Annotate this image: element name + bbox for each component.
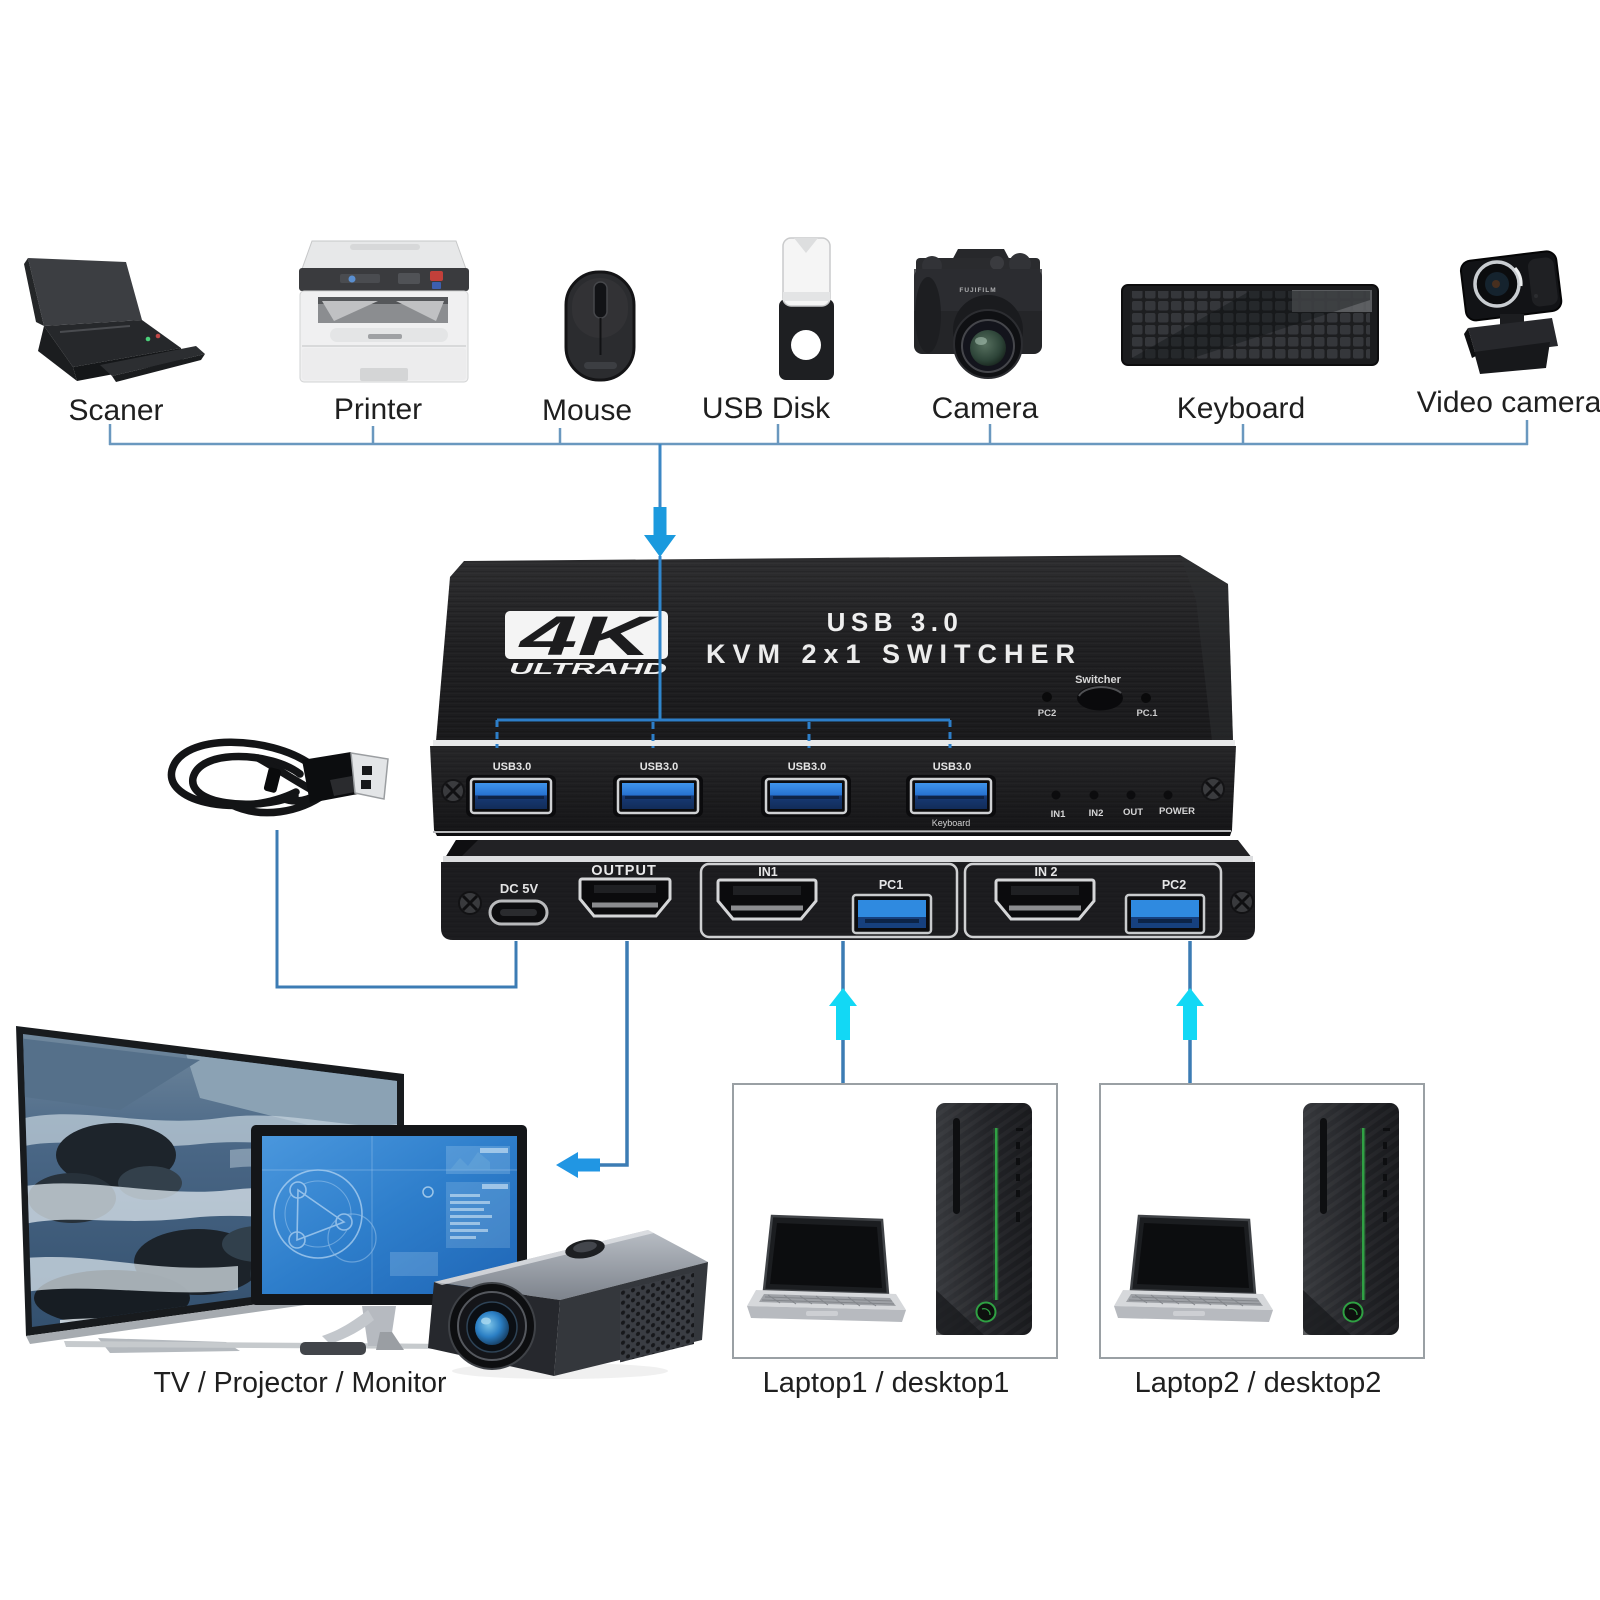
svg-text:TV / Projector / Monitor: TV / Projector / Monitor <box>153 1367 447 1399</box>
svg-text:IN1: IN1 <box>1051 809 1067 820</box>
svg-text:Laptop1 / desktop1: Laptop1 / desktop1 <box>763 1367 1010 1399</box>
svg-text:Switcher: Switcher <box>1075 674 1122 686</box>
svg-text:Keyboard: Keyboard <box>1177 392 1305 425</box>
svg-text:PC1: PC1 <box>879 878 903 892</box>
svg-text:USB3.0: USB3.0 <box>640 761 679 773</box>
svg-text:4K: 4K <box>518 604 658 667</box>
svg-text:PC.1: PC.1 <box>1136 708 1158 719</box>
svg-text:Video camera: Video camera <box>1417 386 1600 419</box>
svg-text:KVM 2x1 SWITCHER: KVM 2x1 SWITCHER <box>706 639 1082 669</box>
svg-text:IN 2: IN 2 <box>1035 865 1058 879</box>
svg-text:Keyboard: Keyboard <box>932 818 971 828</box>
svg-text:IN2: IN2 <box>1089 808 1104 819</box>
svg-text:Scaner: Scaner <box>68 394 163 427</box>
svg-text:PC2: PC2 <box>1038 708 1056 719</box>
svg-text:Laptop2 / desktop2: Laptop2 / desktop2 <box>1135 1367 1382 1399</box>
svg-text:USB3.0: USB3.0 <box>788 761 827 773</box>
svg-text:POWER: POWER <box>1159 806 1195 817</box>
svg-text:DC 5V: DC 5V <box>500 881 539 896</box>
svg-text:USB Disk: USB Disk <box>702 392 831 425</box>
svg-text:Mouse: Mouse <box>542 394 632 427</box>
svg-text:USB3.0: USB3.0 <box>933 761 972 773</box>
svg-text:OUTPUT: OUTPUT <box>591 863 657 879</box>
svg-text:PC2: PC2 <box>1162 878 1186 892</box>
svg-text:Printer: Printer <box>334 393 422 426</box>
svg-text:IN1: IN1 <box>758 865 778 879</box>
svg-text:USB3.0: USB3.0 <box>493 761 532 773</box>
svg-text:FUJIFILM: FUJIFILM <box>959 287 996 294</box>
svg-text:Camera: Camera <box>932 392 1039 425</box>
svg-text:USB 3.0: USB 3.0 <box>827 607 964 637</box>
svg-text:ULTRAHD: ULTRAHD <box>509 661 668 678</box>
svg-text:OUT: OUT <box>1123 807 1143 818</box>
